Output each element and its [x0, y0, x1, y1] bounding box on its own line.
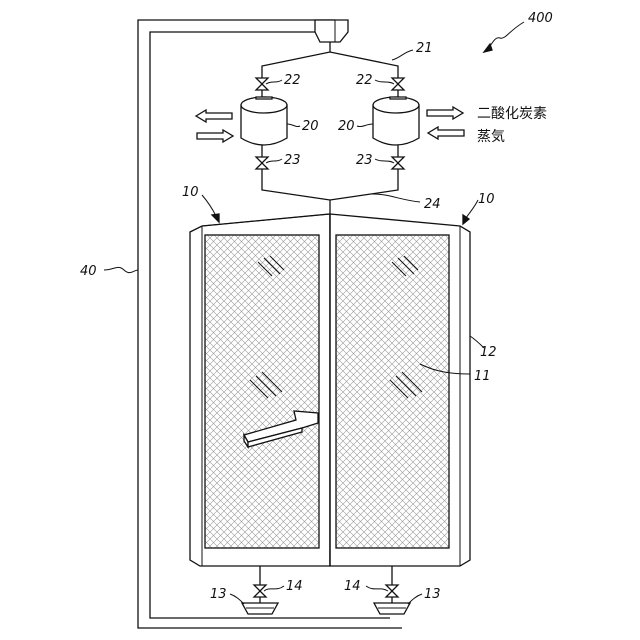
outflow-arrow-left	[196, 110, 232, 122]
label-valve-14-right: 14	[344, 579, 361, 594]
tank-left	[241, 97, 287, 157]
label-unit-10-right: 10	[478, 192, 495, 207]
label-manifold-21: 21	[416, 41, 433, 56]
label-sorbent-11: 11	[474, 369, 491, 384]
label-unit-10-left: 10	[182, 185, 199, 200]
steam-inflow-arrow	[428, 127, 464, 139]
label-system-400: 400	[528, 11, 553, 26]
label-valve-23-right: 23	[356, 153, 373, 168]
tank-right	[373, 97, 419, 157]
valve-top-left	[256, 78, 268, 97]
label-tank-20-left: 20	[302, 119, 319, 134]
label-valve-14-left: 14	[286, 579, 303, 594]
label-tank-20-right: 20	[338, 119, 355, 134]
label-valve-23-left: 23	[284, 153, 301, 168]
label-valve-22-left: 22	[284, 73, 301, 88]
co2-outflow-arrow	[427, 107, 463, 119]
label-drain-13-right: 13	[424, 587, 441, 602]
capture-unit-right	[330, 214, 470, 566]
top-manifold	[262, 42, 398, 78]
label-drain-13-left: 13	[210, 587, 227, 602]
capture-unit-left	[190, 214, 330, 566]
label-frame-12: 12	[480, 345, 497, 360]
inflow-arrow-left	[197, 130, 233, 142]
label-pipe-40: 40	[80, 264, 97, 279]
bottom-manifold	[262, 169, 398, 214]
label-steam: 蒸気	[477, 129, 505, 145]
valve-top-right	[392, 78, 404, 97]
label-co2: 二酸化炭素	[477, 106, 547, 122]
drain-left	[242, 566, 278, 614]
label-valve-22-right: 22	[356, 73, 373, 88]
drain-right	[374, 566, 410, 614]
label-manifold-24: 24	[424, 197, 441, 212]
